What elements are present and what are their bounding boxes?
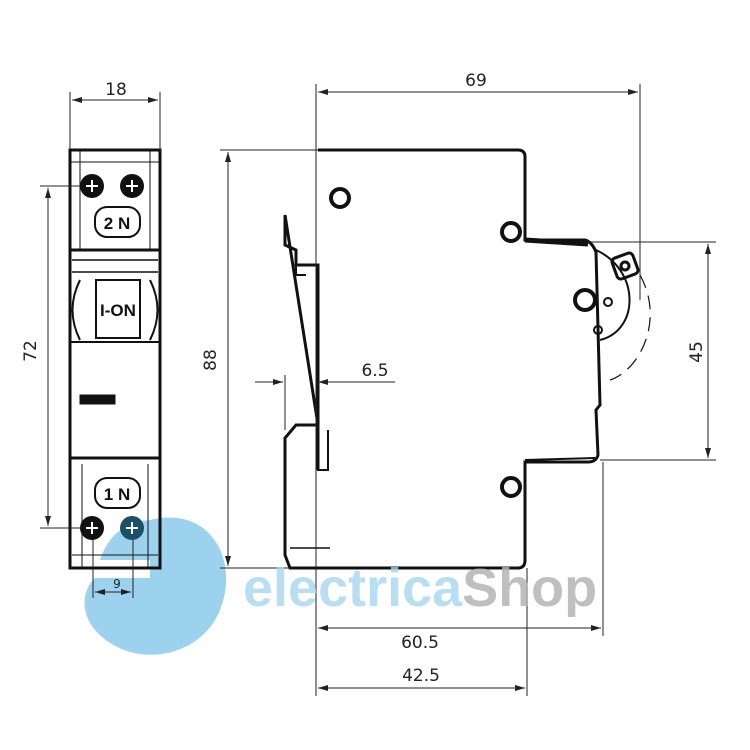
dim-depth-to-front: 60.5 bbox=[401, 633, 439, 653]
dim-width-front: 18 bbox=[105, 80, 127, 100]
watermark-logo-icon bbox=[84, 517, 227, 655]
extension-lines bbox=[40, 84, 716, 696]
dim-height-total: 88 bbox=[201, 349, 221, 371]
dim-terminal-spacing: 9 bbox=[113, 577, 121, 591]
top-terminal-label: 2 N bbox=[104, 214, 130, 233]
front-view bbox=[68, 148, 162, 570]
screw-terminal-icon bbox=[80, 174, 144, 540]
dim-rail-offset: 6.5 bbox=[361, 361, 388, 381]
side-view bbox=[283, 148, 651, 570]
dim-depth-to-shoulder: 42.5 bbox=[402, 666, 440, 686]
dim-height-terminals: 72 bbox=[21, 340, 41, 362]
watermark-part2: Shop bbox=[462, 558, 597, 618]
mounting-hole-icon bbox=[329, 187, 640, 498]
watermark-text: electricaShop bbox=[243, 558, 597, 618]
dim-front-height: 45 bbox=[687, 341, 707, 363]
watermark-part1: electrica bbox=[243, 558, 463, 618]
bottom-terminal-label: 1 N bbox=[104, 485, 130, 504]
dim-depth-total: 69 bbox=[465, 71, 487, 91]
toggle-label: I-ON bbox=[100, 301, 136, 320]
dimension-lines bbox=[45, 89, 711, 691]
